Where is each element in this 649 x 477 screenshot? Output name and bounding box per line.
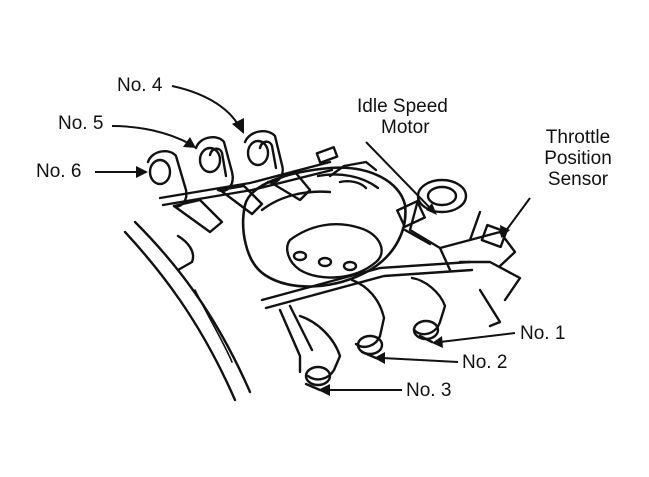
label-throttle-position-sensor: Throttle Position Sensor xyxy=(532,127,624,190)
throttle-body xyxy=(408,178,522,328)
label-idle-speed-motor-line1: Idle Speed xyxy=(357,96,448,117)
arrow-heads xyxy=(136,118,510,396)
arrow-no1 xyxy=(439,332,516,343)
label-tps-line2: Position xyxy=(544,148,612,169)
idle-speed-motor xyxy=(396,199,432,246)
throttle-position-sensor xyxy=(480,223,508,249)
label-no3: No. 3 xyxy=(406,380,452,401)
injector-pipe-no4 xyxy=(243,130,312,202)
arrow-no4 xyxy=(171,85,241,129)
injector-pipe-no2 xyxy=(350,278,386,360)
injector-pipe-no6 xyxy=(146,150,224,272)
label-no2: No. 2 xyxy=(462,352,508,373)
injector-pipe-no3 xyxy=(298,314,342,392)
label-no5: No. 5 xyxy=(58,113,104,134)
injector-pipe-no5 xyxy=(194,136,264,216)
label-idle-speed-motor: Idle Speed Motor xyxy=(357,96,448,138)
arrow-no2 xyxy=(381,357,459,363)
arrow-throttle-position-sensor xyxy=(504,197,531,233)
label-idle-speed-motor-line2: Motor xyxy=(381,117,430,138)
label-no1: No. 1 xyxy=(520,323,566,344)
arrow-idle-speed-motor xyxy=(365,141,433,211)
label-no6: No. 6 xyxy=(36,161,82,182)
label-no4: No. 4 xyxy=(117,75,163,96)
arrow-no5 xyxy=(111,125,191,145)
leader-arrows xyxy=(95,85,531,391)
fender-lines xyxy=(123,220,252,402)
rear-fuel-rail xyxy=(158,146,339,207)
label-tps-line1: Throttle xyxy=(545,127,611,148)
front-fuel-rail xyxy=(260,260,474,374)
label-tps-line3: Sensor xyxy=(547,169,609,190)
injector-pipe-no1 xyxy=(410,276,447,344)
